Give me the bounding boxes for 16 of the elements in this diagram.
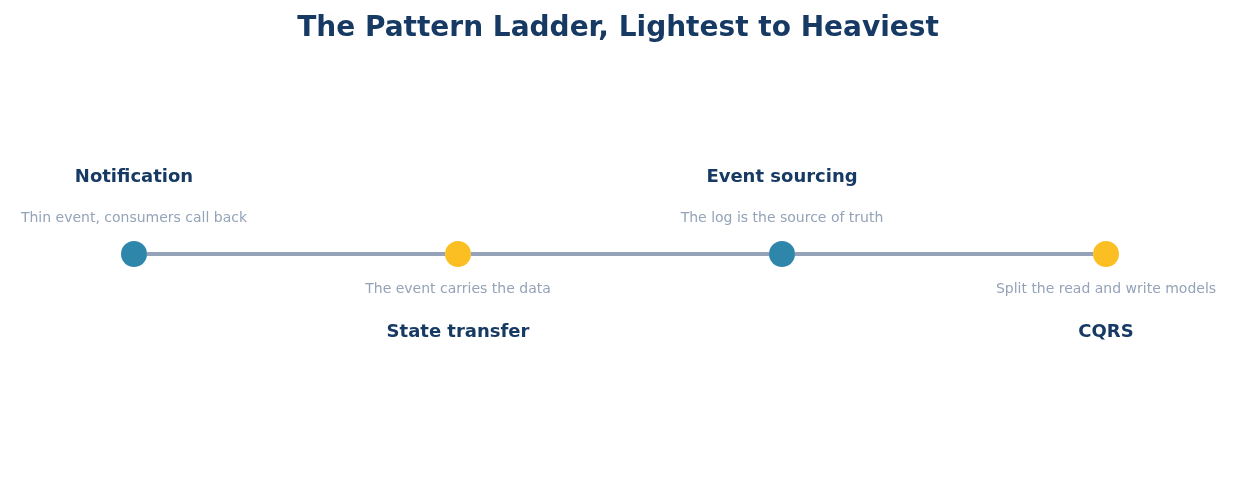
timeline-dot — [445, 241, 471, 267]
stage-description: The log is the source of truth — [680, 209, 884, 225]
stage-description: Thin event, consumers call back — [20, 209, 248, 225]
timeline-dot — [121, 241, 147, 267]
diagram-title: The Pattern Ladder, Lightest to Heaviest — [296, 10, 940, 43]
stage-heading: CQRS — [1078, 320, 1134, 341]
stage-heading: Event sourcing — [706, 165, 858, 186]
timeline-dot — [769, 241, 795, 267]
stage-heading: Notification — [74, 165, 194, 186]
stage-heading: State transfer — [386, 320, 530, 341]
timeline-dot — [1093, 241, 1119, 267]
connector-line — [795, 252, 1093, 256]
connector-line — [147, 252, 445, 256]
connector-line — [471, 252, 769, 256]
stage-description: The event carries the data — [365, 280, 551, 296]
stage-description: Split the read and write models — [995, 280, 1217, 296]
